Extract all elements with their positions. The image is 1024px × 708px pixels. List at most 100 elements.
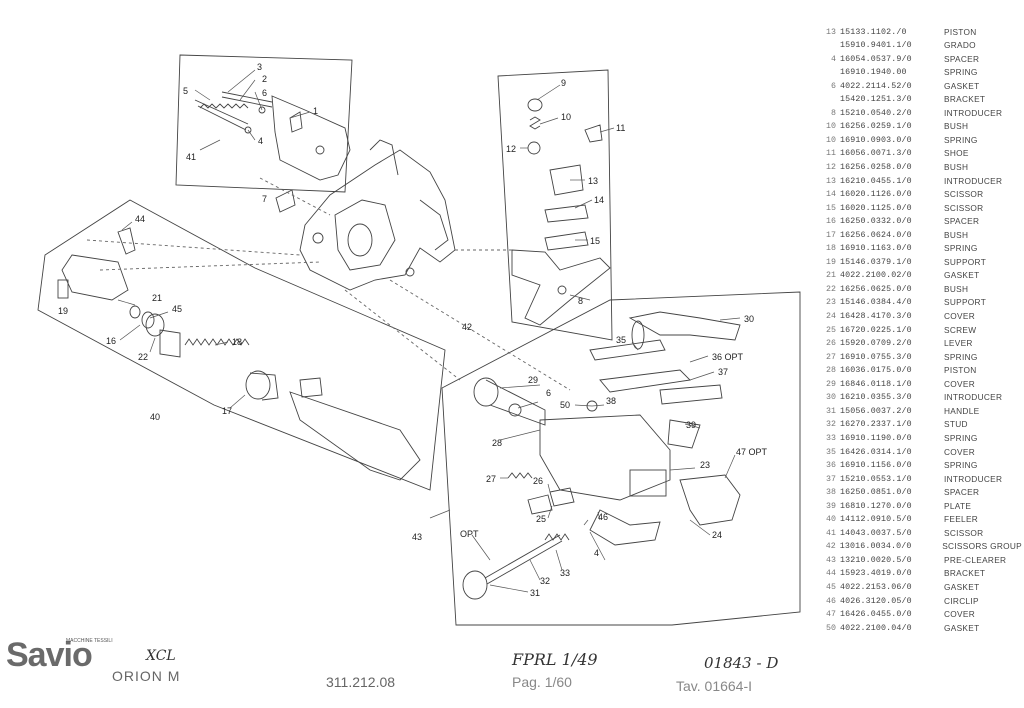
part-code: 4026.3120.05/0 xyxy=(840,596,912,606)
part-code: 15146.0379.1/0 xyxy=(840,257,912,267)
part-number: 13 xyxy=(826,27,836,37)
part-description: INTRODUCER xyxy=(944,107,1003,118)
part-number: 31 xyxy=(826,406,836,416)
group-42-frame xyxy=(497,69,613,341)
part-description: INTRODUCER xyxy=(944,473,1003,484)
part-description: BRACKET xyxy=(944,568,986,579)
part-description: BUSH xyxy=(944,121,969,132)
part-number: 27 xyxy=(826,352,836,362)
part-number xyxy=(818,93,840,107)
callout-10: 10 xyxy=(561,112,571,122)
callout-30: 30 xyxy=(744,314,754,324)
part-7 xyxy=(275,189,296,213)
part-description: SUPPORT xyxy=(944,256,987,267)
callout-2: 2 xyxy=(262,74,267,84)
part-description: PLATE xyxy=(944,500,972,511)
part-description: PISTON xyxy=(944,365,977,376)
part-code: 14043.0037.5/0 xyxy=(840,528,912,538)
part-description: COVER xyxy=(944,378,976,389)
part-number: 46 xyxy=(826,596,836,606)
assembly-lines xyxy=(86,177,571,391)
part-code: 16428.4170.3/0 xyxy=(840,312,912,322)
part-description: SPACER xyxy=(944,216,980,227)
parts-list-row: 46 4026.3120.05/0 CIRCLIP xyxy=(818,595,1022,609)
part-number: 43 xyxy=(826,555,836,565)
part-description: GRADO xyxy=(944,40,976,51)
part-code: 16210.0355.3/0 xyxy=(840,393,912,403)
part-description: SCISSOR xyxy=(944,189,984,200)
part-description: SPRING xyxy=(944,134,978,145)
table-reference: Tav. 01664-I xyxy=(676,678,753,694)
part-code: 16256.0259.1/0 xyxy=(840,122,912,132)
part-number: 24 xyxy=(826,312,836,322)
part-code: 16250.0851.0/0 xyxy=(840,488,912,498)
part-description: GASKET xyxy=(944,622,980,633)
parts-list-row: 24 16428.4170.3/0 COVER xyxy=(818,310,1022,324)
part-description: SPRING xyxy=(944,432,978,443)
part-number: 14 xyxy=(826,190,836,200)
part-code: 4022.2100.02/0 xyxy=(840,271,912,281)
callout-7: 7 xyxy=(262,194,267,204)
central-housing xyxy=(299,139,456,291)
part-number: 12 xyxy=(826,163,836,173)
part-description: BUSH xyxy=(944,229,969,240)
part-code: 4022.2153.06/0 xyxy=(840,582,912,592)
part-description: COVER xyxy=(944,609,976,620)
callout-6: 6 xyxy=(262,88,267,98)
part-code: 16426.0455.0/0 xyxy=(840,610,912,620)
callout-24: 24 xyxy=(712,530,722,540)
part-description: SHOE xyxy=(944,148,969,159)
callout-18: 18 xyxy=(232,337,242,347)
parts-list-row: 10 16256.0259.1/0 BUSH xyxy=(818,120,1022,134)
part-description: LEVER xyxy=(944,338,973,349)
part-description: CIRCLIP xyxy=(944,595,979,606)
part-code: 16910.1940.00 xyxy=(840,68,907,78)
callout-28: 28 xyxy=(492,438,502,448)
part-number: 29 xyxy=(826,379,836,389)
part-number: 23 xyxy=(826,298,836,308)
callout-22: 22 xyxy=(138,352,148,362)
part-description: BUSH xyxy=(944,283,969,294)
callout-47: 47 OPT xyxy=(736,447,768,457)
callout-39: 39 xyxy=(686,420,696,430)
callout-32: 32 xyxy=(540,576,550,586)
part-code: 16210.0455.1/0 xyxy=(840,176,912,186)
part-number: 10 xyxy=(826,122,836,132)
part-description: PISTON xyxy=(944,26,977,37)
part-description: SPRING xyxy=(944,460,978,471)
part-description: SPACER xyxy=(944,53,980,64)
part-number: 18 xyxy=(826,244,836,254)
part-code xyxy=(840,12,944,26)
callout-42: 42 xyxy=(462,322,472,332)
callout-11: 11 xyxy=(616,123,625,133)
part-code: 15923.4019.0/0 xyxy=(840,569,912,579)
drawing-code: 311.212.08 xyxy=(326,674,396,690)
part-code: 16036.0175.0/0 xyxy=(840,366,912,376)
part-number: 11 xyxy=(826,149,836,159)
part-description: BUSH xyxy=(944,162,969,173)
part-code: 16250.0332.0/0 xyxy=(840,217,912,227)
part-code: 4022.2100.04/0 xyxy=(840,623,912,633)
part-number: 38 xyxy=(826,488,836,498)
part-code: 16270.2337.1/0 xyxy=(840,420,912,430)
part-number: 21 xyxy=(826,271,836,281)
part-number: 39 xyxy=(826,501,836,511)
part-description: COVER xyxy=(944,311,976,322)
